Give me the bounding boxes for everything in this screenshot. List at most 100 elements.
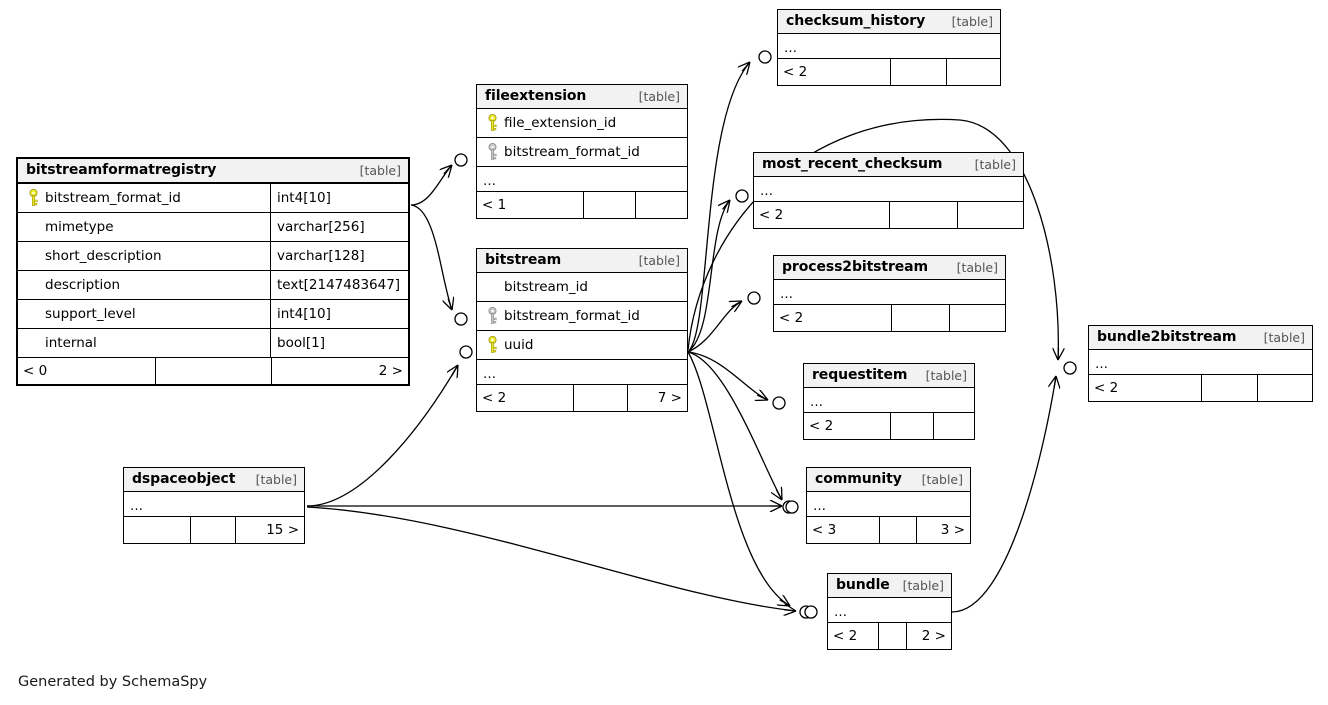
table-community[interactable]: community [table] … < 3 3 >	[806, 467, 971, 544]
table-checksum_history[interactable]: checksum_history [table] … < 2	[777, 9, 1001, 86]
table-type-tag: [table]	[359, 162, 401, 178]
table-row[interactable]: short_description varchar[128]	[18, 242, 408, 271]
table-title: process2bitstream	[782, 259, 929, 275]
footer-middle-cell	[583, 192, 635, 218]
footer-children-count	[957, 202, 1023, 228]
table-row[interactable]: description text[2147483647]	[18, 271, 408, 300]
table-title: bundle2bitstream	[1097, 329, 1237, 345]
more-columns-ellipsis: …	[124, 492, 304, 517]
table-process2bitstream[interactable]: process2bitstream [table] … < 2	[773, 255, 1006, 332]
column-type: text[2147483647]	[277, 277, 401, 293]
table-most_recent_checksum[interactable]: most_recent_checksum [table] … < 2	[753, 152, 1024, 229]
footer-middle-cell	[891, 305, 949, 331]
table-row[interactable]: bitstream_id	[477, 273, 687, 302]
edge-bitstreamformatregistry-fileextension	[410, 165, 452, 206]
table-row[interactable]: internal bool[1]	[18, 329, 408, 358]
table-title: dspaceobject	[132, 471, 236, 487]
table-header: most_recent_checksum [table]	[754, 153, 1023, 177]
edge-dspaceobject-bitstream	[306, 365, 458, 507]
table-footer: < 2	[754, 202, 1023, 228]
table-footer: < 3 3 >	[807, 517, 970, 543]
table-header: bitstream [table]	[477, 249, 687, 273]
more-columns-ellipsis: …	[477, 360, 687, 385]
table-type-tag: [table]	[638, 252, 680, 268]
table-header: process2bitstream [table]	[774, 256, 1005, 280]
table-bitstream[interactable]: bitstream [table] bitstream_id	[476, 248, 688, 412]
edge-endpoint-zero-marker	[1063, 361, 1077, 375]
edge-endpoint-zero-marker	[758, 50, 772, 64]
edge-endpoint-zero-marker	[785, 500, 799, 514]
footer-parents-count	[124, 517, 190, 543]
table-bundle2bitstream[interactable]: bundle2bitstream [table] … < 2	[1088, 325, 1313, 402]
table-header: community [table]	[807, 468, 970, 492]
table-row[interactable]: bitstream_format_id int4[10]	[18, 184, 408, 213]
column-name: mimetype	[45, 219, 114, 235]
footer-children-count	[946, 59, 1000, 85]
table-row[interactable]: support_level int4[10]	[18, 300, 408, 329]
footer-middle-cell	[879, 517, 916, 543]
edge-bitstream-checksum_history	[687, 62, 750, 353]
more-columns-ellipsis: …	[778, 34, 1000, 59]
footer-parents-count: < 2	[783, 64, 808, 80]
table-header: checksum_history [table]	[778, 10, 1000, 34]
column-type: varchar[128]	[277, 248, 365, 264]
more-columns-ellipsis: …	[774, 280, 1005, 305]
table-row[interactable]: file_extension_id	[477, 109, 687, 138]
table-type-tag: [table]	[951, 13, 993, 29]
primary-key-icon	[24, 189, 42, 207]
table-title: bitstreamformatregistry	[26, 162, 217, 178]
table-header: bitstreamformatregistry [table]	[18, 159, 408, 184]
footer-children-count: 7 >	[627, 385, 687, 411]
column-name: bitstream_format_id	[504, 144, 640, 160]
table-type-tag: [table]	[925, 367, 967, 383]
footer-children-count	[1257, 375, 1312, 401]
table-row[interactable]: bitstream_format_id	[477, 138, 687, 167]
table-row[interactable]: uuid	[477, 331, 687, 360]
table-bundle[interactable]: bundle [table] … < 2 2 >	[827, 573, 952, 650]
column-name: short_description	[45, 248, 162, 264]
edge-bitstream-most_recent_checksum	[687, 200, 730, 353]
footer-middle-cell	[890, 413, 933, 439]
table-title: requestitem	[812, 367, 908, 383]
footer-parents-count: < 2	[482, 390, 507, 406]
table-title: community	[815, 471, 902, 487]
table-footer: < 2	[778, 59, 1000, 85]
footer-parents-count: < 2	[809, 418, 834, 434]
edge-endpoint-zero-marker	[454, 153, 468, 167]
footer-parents-count: < 2	[1094, 380, 1119, 396]
footer-children-count	[949, 305, 1005, 331]
table-dspaceobject[interactable]: dspaceobject [table] … 15 >	[123, 467, 305, 544]
footer-children-count: 15 >	[235, 517, 304, 543]
more-columns-ellipsis: …	[754, 177, 1023, 202]
primary-key-icon	[483, 336, 501, 354]
footer-children-count	[635, 192, 687, 218]
table-bitstreamformatregistry[interactable]: bitstreamformatregistry [table] bitstrea…	[16, 157, 410, 386]
footer-middle-cell	[878, 623, 906, 649]
edge-endpoint-zero-marker	[772, 396, 786, 410]
table-header: requestitem [table]	[804, 364, 974, 388]
table-footer: < 2 2 >	[828, 623, 951, 649]
table-footer: < 2 7 >	[477, 385, 687, 411]
footer-children-count: 2 >	[271, 358, 408, 384]
footer-middle-cell	[190, 517, 235, 543]
table-requestitem[interactable]: requestitem [table] … < 2	[803, 363, 975, 440]
edge-dspaceobject-bundle	[306, 506, 796, 611]
generated-by-note: Generated by SchemaSpy	[18, 674, 208, 690]
more-columns-ellipsis: …	[477, 167, 687, 192]
table-type-tag: [table]	[638, 88, 680, 104]
column-type: varchar[256]	[277, 219, 365, 235]
table-footer: < 2	[804, 413, 974, 439]
foreign-key-icon	[483, 143, 501, 161]
column-name: bitstream_id	[504, 279, 588, 295]
edge-bitstream-requestitem	[687, 351, 768, 400]
footer-parents-count: < 1	[482, 197, 507, 213]
edge-endpoint-zero-marker	[459, 345, 473, 359]
table-row[interactable]: bitstream_format_id	[477, 302, 687, 331]
footer-parents-count: < 2	[759, 207, 784, 223]
table-footer: < 0 2 >	[18, 358, 408, 384]
table-fileextension[interactable]: fileextension [table] file_extension_id	[476, 84, 688, 219]
edge-endpoint-zero-marker	[747, 291, 761, 305]
footer-middle-cell	[1201, 375, 1257, 401]
table-row[interactable]: mimetype varchar[256]	[18, 213, 408, 242]
